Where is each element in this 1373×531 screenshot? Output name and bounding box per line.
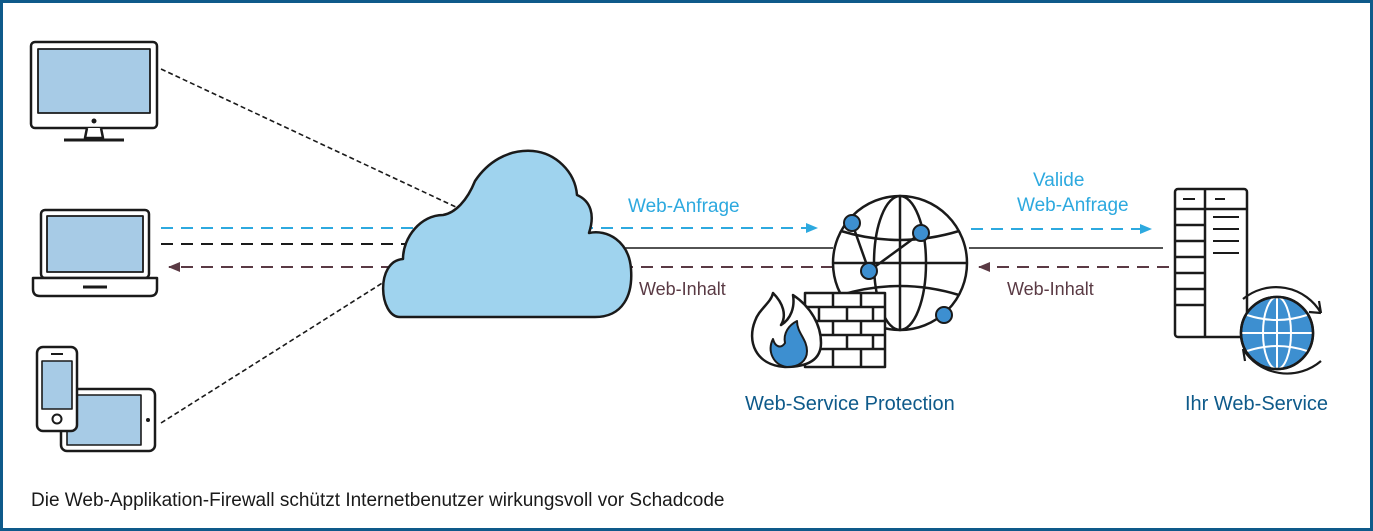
server-icon bbox=[1173, 187, 1249, 339]
network-diagram bbox=[29, 40, 1323, 453]
protection-label: Web-Service Protection bbox=[745, 393, 955, 415]
content-label-right: Web-Inhalt bbox=[1007, 279, 1094, 299]
desktop-icon bbox=[29, 40, 159, 142]
service-label: Ihr Web-Service bbox=[1185, 393, 1329, 415]
valid-label-line1: Valide bbox=[1033, 170, 1085, 191]
request-label: Web-Anfrage bbox=[628, 196, 740, 217]
globe-network-icon bbox=[831, 194, 969, 332]
laptop-icon bbox=[31, 208, 159, 298]
cloud-icon bbox=[381, 149, 633, 319]
firewall-icon bbox=[750, 291, 887, 369]
device-links bbox=[160, 68, 474, 424]
phone-tablet-icon bbox=[35, 345, 157, 453]
globe-sync-icon bbox=[1239, 286, 1323, 375]
figure-caption: Die Web-Applikation-Firewall schützt Int… bbox=[31, 490, 725, 511]
content-label-left: Web-Inhalt bbox=[639, 279, 726, 299]
valid-label-line2: Web-Anfrage bbox=[1017, 195, 1129, 216]
